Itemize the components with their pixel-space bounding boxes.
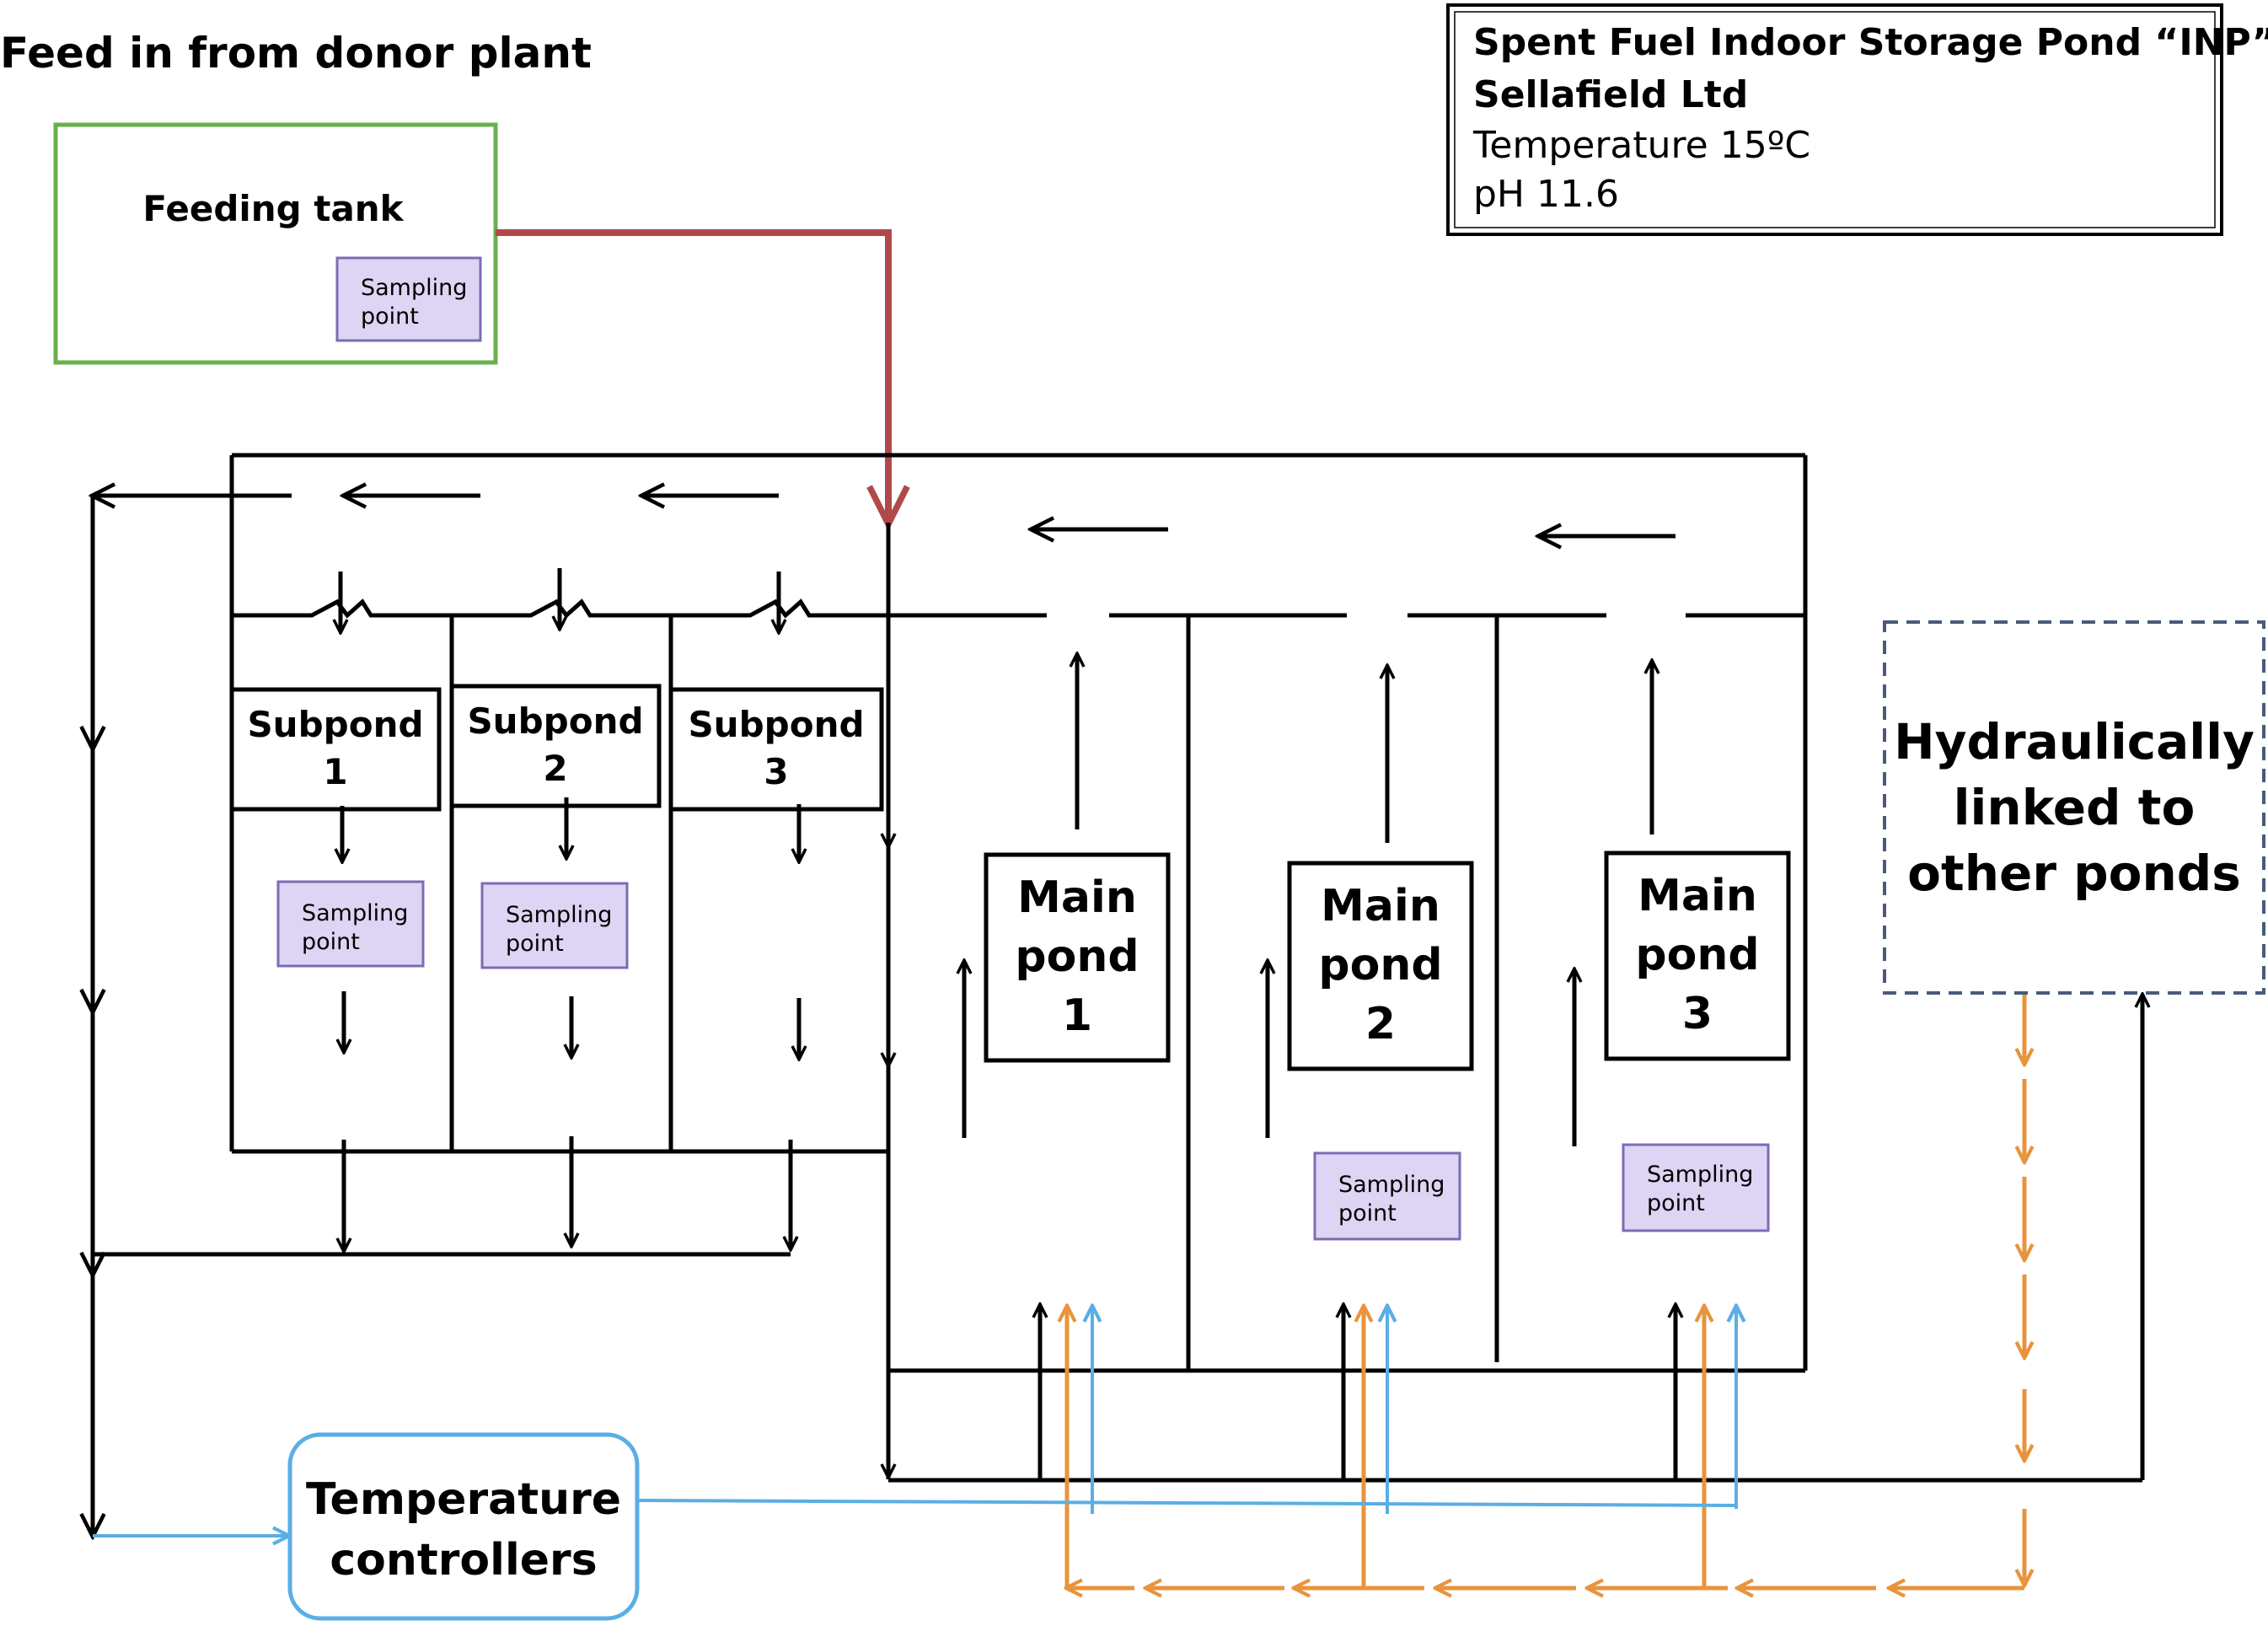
subpond-2: Subpond 2 xyxy=(449,684,662,808)
svg-text:pond: pond xyxy=(1318,940,1442,990)
svg-text:3: 3 xyxy=(764,751,788,792)
svg-text:1: 1 xyxy=(323,751,347,792)
svg-text:Subpond: Subpond xyxy=(467,700,643,742)
orange-flow xyxy=(1067,995,2024,1588)
feeding-tank-sampling-point: Sampling point xyxy=(335,256,482,342)
svg-text:point: point xyxy=(1647,1190,1705,1216)
svg-text:pond: pond xyxy=(1015,931,1139,982)
svg-text:Main: Main xyxy=(1321,881,1440,931)
black-flow xyxy=(93,496,2142,1536)
info-box: Spent Fuel Indoor Storage Pond “INP” Sel… xyxy=(1446,3,2268,236)
hydraulic-link-box: Hydraulically linked to other ponds xyxy=(1883,620,2265,995)
svg-text:Subpond: Subpond xyxy=(247,704,423,745)
svg-text:linked to: linked to xyxy=(1954,779,2196,836)
svg-text:point: point xyxy=(302,929,360,955)
blue-flow xyxy=(93,1307,1736,1536)
subpond-2-sampling-point: Sampling point xyxy=(480,882,629,969)
svg-text:Subpond: Subpond xyxy=(688,704,864,745)
main-pond-2: Main pond 2 xyxy=(1287,861,1474,1071)
svg-text:1: 1 xyxy=(1062,990,1092,1041)
main-pond-2-sampling-point: Sampling point xyxy=(1313,1151,1461,1241)
subpond-3: Subpond 3 xyxy=(668,687,884,812)
svg-text:Sampling: Sampling xyxy=(302,900,408,926)
svg-text:pond: pond xyxy=(1635,930,1759,980)
subpond-1-sampling-point: Sampling point xyxy=(276,880,425,968)
svg-text:Hydraulically: Hydraulically xyxy=(1894,713,2255,770)
feed-pipe xyxy=(496,229,888,523)
svg-text:Main: Main xyxy=(1638,871,1757,921)
svg-text:other ponds: other ponds xyxy=(1907,845,2241,902)
subpond-1: Subpond 1 xyxy=(229,687,442,812)
svg-text:Temperature: Temperature xyxy=(306,1474,621,1525)
svg-text:Main: Main xyxy=(1017,872,1137,923)
svg-text:2: 2 xyxy=(1365,999,1396,1049)
info-title: Spent Fuel Indoor Storage Pond “INP” xyxy=(1473,21,2268,64)
main-pond-1: Main pond 1 xyxy=(984,852,1171,1063)
feed-label: Feed in from donor plant xyxy=(0,29,592,78)
svg-text:Sampling: Sampling xyxy=(1338,1172,1445,1198)
pond-structure xyxy=(229,453,1808,1479)
feeding-tank: Feeding tank Sampling point xyxy=(53,122,498,365)
svg-text:3: 3 xyxy=(1682,989,1713,1039)
info-ph: pH 11.6 xyxy=(1473,173,1619,216)
svg-text:controllers: controllers xyxy=(330,1535,597,1586)
main-pond-3-sampling-point: Sampling point xyxy=(1622,1143,1770,1232)
svg-text:Sampling: Sampling xyxy=(1647,1162,1753,1188)
temperature-controllers: Temperature controllers xyxy=(287,1432,640,1621)
svg-text:point: point xyxy=(506,931,564,957)
svg-text:point: point xyxy=(361,303,419,330)
svg-text:2: 2 xyxy=(543,748,567,789)
main-pond-3: Main pond 3 xyxy=(1604,851,1791,1061)
info-org: Sellafield Ltd xyxy=(1473,73,1748,116)
svg-text:Sampling: Sampling xyxy=(506,902,612,928)
feeding-tank-label: Feeding tank xyxy=(142,188,404,229)
svg-text:point: point xyxy=(1338,1200,1397,1226)
svg-text:Sampling: Sampling xyxy=(361,275,467,301)
info-temperature: Temperature 15ºC xyxy=(1472,124,1810,167)
